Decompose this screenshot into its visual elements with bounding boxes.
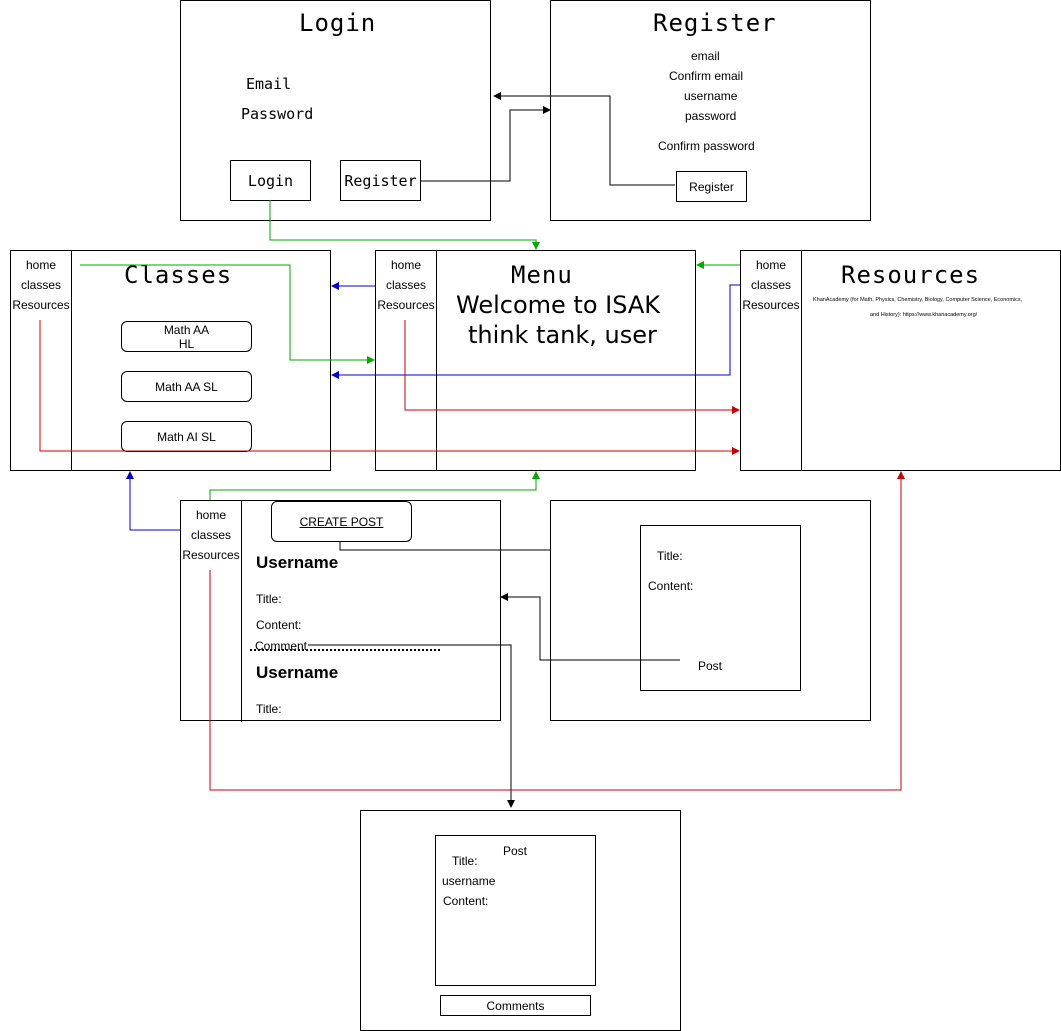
nav-divider — [801, 251, 802, 470]
form-post-button[interactable]: Post — [698, 659, 723, 673]
nav-resources-link[interactable]: Resources — [742, 298, 800, 312]
register-email-label: email — [691, 49, 720, 63]
post-title-label: Title: — [256, 702, 282, 716]
resources-screen: home classes Resources Resources KhanAca… — [740, 250, 1061, 471]
nav-classes-link[interactable]: classes — [190, 528, 231, 542]
class-math-ai-sl-button[interactable]: Math AI SL — [121, 421, 252, 452]
feed-screen: home classes Resources CREATE POST Usern… — [180, 500, 501, 722]
nav-classes-link[interactable]: classes — [385, 278, 426, 292]
classes-screen: home classes Resources Classes Math AA H… — [10, 250, 331, 471]
post-separator — [250, 649, 440, 651]
comments-button[interactable]: Comments — [440, 995, 591, 1016]
classes-title: Classes — [124, 261, 233, 289]
register-confirm-password-label: Confirm password — [658, 139, 755, 153]
nav-resources-link[interactable]: Resources — [182, 548, 240, 562]
class-math-aa-sl-button[interactable]: Math AA SL — [121, 371, 252, 402]
nav-home-link[interactable]: home — [755, 258, 787, 272]
post-title-label: Title: — [256, 592, 282, 606]
welcome-line-2: think tank, user — [468, 321, 657, 349]
menu-screen: home classes Resources Menu Welcome to I… — [375, 250, 696, 471]
resources-link-line-2[interactable]: and History): https://www.khanacademy.or… — [870, 312, 978, 318]
post-detail-username-label: username — [442, 874, 496, 888]
nav-resources-link[interactable]: Resources — [12, 298, 70, 312]
register-username-label: username — [684, 89, 738, 103]
post-detail-card: Post Title: username Content: — [435, 835, 596, 986]
register-submit-button[interactable]: Register — [676, 171, 747, 202]
post-username: Username — [256, 553, 339, 572]
password-label: Password — [241, 105, 314, 123]
login-screen: Login Email Password Login Register — [180, 0, 491, 221]
nav-home-link[interactable]: home — [390, 258, 422, 272]
post-detail-content-label: Content: — [443, 894, 489, 908]
create-post-button[interactable]: CREATE POST — [271, 501, 412, 542]
welcome-line-1: Welcome to ISAK — [456, 291, 661, 319]
resources-title: Resources — [841, 261, 981, 289]
post-detail-screen: Post Title: username Content: Comments — [360, 810, 681, 1031]
nav-divider — [71, 251, 72, 470]
email-label: Email — [246, 75, 292, 93]
post-username: Username — [256, 663, 339, 682]
menu-title: Menu — [511, 261, 573, 289]
register-button[interactable]: Register — [340, 160, 421, 201]
login-button[interactable]: Login — [230, 160, 311, 201]
post-content-label: Content: — [256, 618, 302, 632]
post-detail-title-label: Title: — [452, 854, 478, 868]
register-title: Register — [653, 9, 777, 37]
nav-home-link[interactable]: home — [25, 258, 57, 272]
connector-feed-classes-to-classes — [126, 471, 181, 531]
nav-divider — [241, 501, 242, 722]
create-post-screen: Title: Content: Post — [550, 500, 871, 721]
class-math-aa-hl-button[interactable]: Math AA HL — [121, 321, 252, 352]
register-confirm-email-label: Confirm email — [669, 69, 744, 83]
form-content-field[interactable]: Content: — [648, 579, 694, 593]
create-post-form: Title: Content: Post — [640, 525, 801, 691]
post-detail-header: Post — [503, 844, 528, 858]
nav-resources-link[interactable]: Resources — [377, 298, 435, 312]
resources-text-line-1: KhanAcademy (for Math, Physics, Chemistr… — [813, 297, 1023, 303]
nav-classes-link[interactable]: classes — [750, 278, 791, 292]
register-password-label: password — [685, 109, 737, 123]
connector-feed-home-to-menu — [209, 471, 540, 500]
register-screen: Register email Confirm email username pa… — [550, 0, 871, 221]
login-title: Login — [299, 9, 377, 37]
nav-classes-link[interactable]: classes — [20, 278, 61, 292]
nav-divider — [436, 251, 437, 470]
form-title-field[interactable]: Title: — [657, 549, 683, 563]
nav-home-link[interactable]: home — [195, 508, 227, 522]
